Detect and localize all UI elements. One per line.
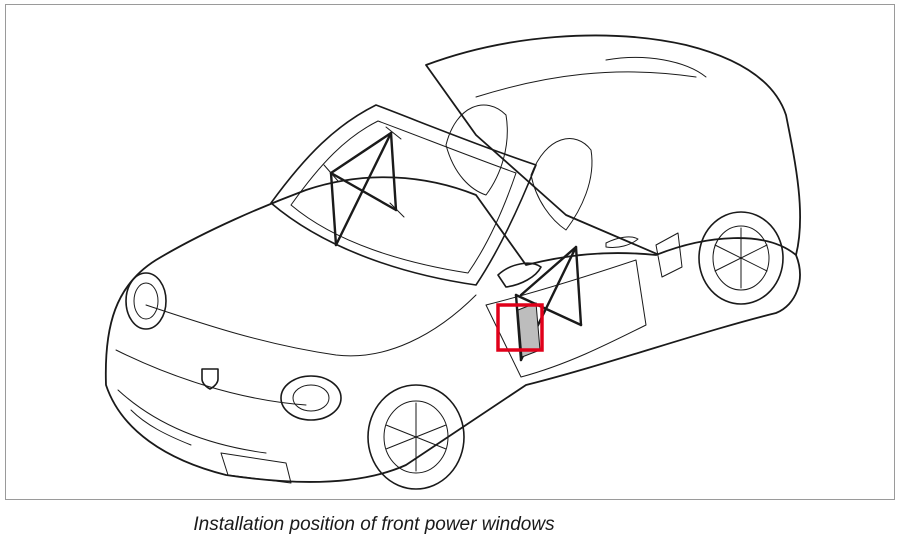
figure-caption: Installation position of front power win…: [193, 514, 555, 535]
left-headlight: [125, 272, 167, 330]
front-power-window-regulator-left: [323, 126, 405, 247]
right-mirror: [497, 262, 542, 288]
left-seat: [445, 104, 508, 196]
figure-frame: [5, 4, 895, 500]
front-intake-center: [220, 452, 292, 484]
front-power-window-regulator-right: [514, 245, 583, 362]
door-handle: [605, 236, 639, 248]
front-right-wheel: [367, 384, 465, 490]
car-body: [104, 176, 801, 483]
windshield-frame: [270, 104, 537, 286]
roll-bar-line: [475, 71, 697, 98]
highlight-box: [496, 303, 544, 352]
hood-crease: [145, 294, 477, 357]
door-outline: [485, 259, 647, 378]
crest-icon: [201, 368, 219, 390]
right-seat: [530, 138, 593, 231]
left-headlight-inner: [133, 282, 159, 320]
rear-right-spokes: [714, 227, 768, 289]
car-line-drawing: [104, 34, 801, 490]
hood-edge: [115, 349, 307, 406]
rear-right-wheel: [698, 211, 784, 305]
side-intake: [655, 232, 683, 278]
front-right-spokes: [385, 402, 447, 472]
front-right-rim: [383, 400, 449, 474]
right-headlight-inner: [292, 384, 330, 412]
rear-right-rim: [712, 225, 770, 291]
front-intake-left: [130, 409, 192, 446]
windshield-inner: [290, 120, 517, 274]
front-bumper: [117, 389, 267, 454]
rear-spoiler-line: [605, 56, 707, 78]
right-headlight: [280, 375, 342, 421]
